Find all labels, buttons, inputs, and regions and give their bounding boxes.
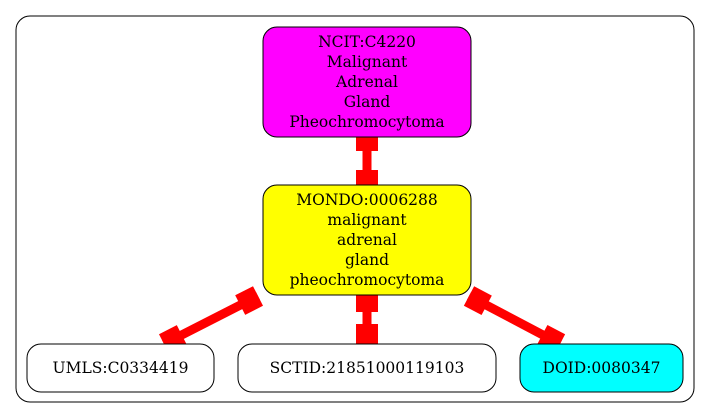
node-label-line: Malignant [327,53,408,71]
node-label-line: Pheochromocytoma [289,113,444,131]
node-label-line: DOID:0080347 [543,359,661,377]
node-box[interactable] [519,343,684,393]
node-box[interactable] [262,184,472,296]
node-label-line: Adrenal [335,73,398,91]
edge-tee-start [235,286,264,315]
node-label-line: adrenal [337,231,397,249]
edge-tee-end [356,324,378,344]
node-label-line: UMLS:C0334419 [53,359,189,377]
edge-mondo-sctid [356,292,378,344]
node-label-line: MONDO:0006288 [296,191,438,209]
node-label-line: Gland [344,93,391,111]
node-doid[interactable]: DOID:0080347 [519,343,684,393]
node-box[interactable] [26,343,215,393]
node-label-line: gland [345,251,389,269]
edge-tee-start [356,292,378,312]
node-box[interactable] [237,343,497,393]
node-box[interactable] [262,26,472,138]
edge-tee-start [463,286,492,316]
node-label-line: SCTID:21851000119103 [270,359,465,377]
node-sctid[interactable]: SCTID:21851000119103 [237,343,497,393]
node-label-line: pheochromocytoma [290,271,445,289]
node-label-line: NCIT:C4220 [318,33,416,51]
nodes-layer: NCIT:C4220MalignantAdrenalGlandPheochrom… [26,26,684,393]
node-label-line: malignant [327,211,407,229]
node-umls[interactable]: UMLS:C0334419 [26,343,215,393]
node-mondo[interactable]: MONDO:0006288 malignant adrenal gland pheoch… [262,184,472,296]
node-ncit[interactable]: NCIT:C4220MalignantAdrenalGlandPheochrom… [262,26,472,138]
